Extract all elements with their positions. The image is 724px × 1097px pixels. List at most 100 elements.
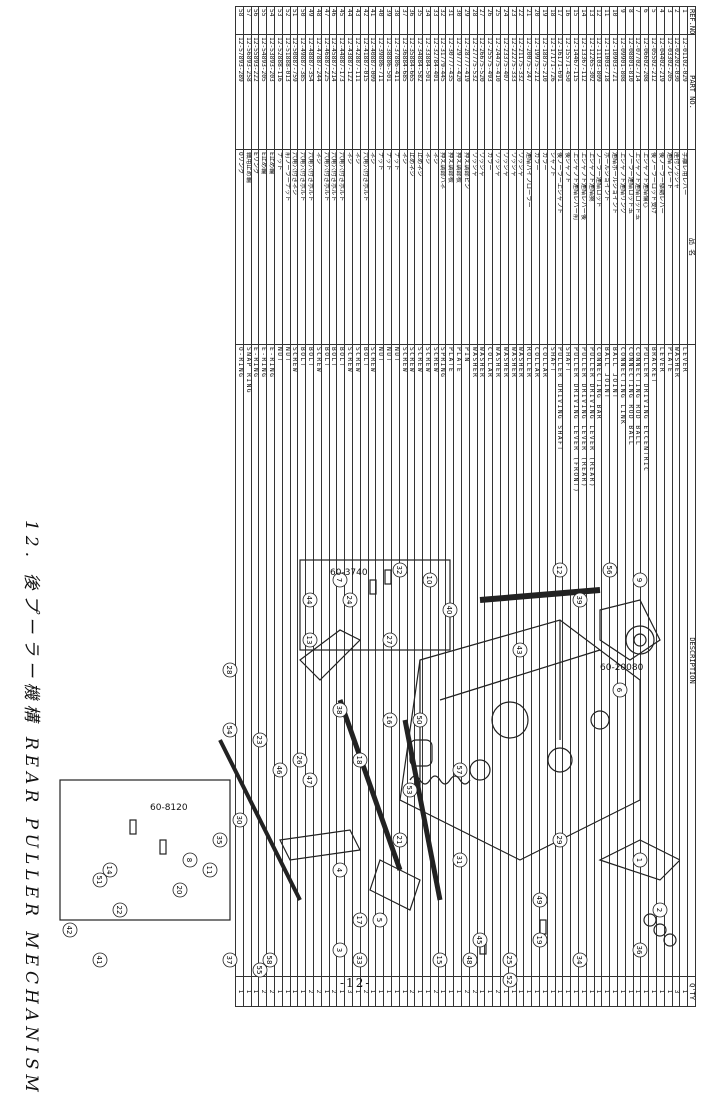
- cell-part-no: 12-04402-219: [656, 34, 665, 150]
- cell-ref-no: 35: [414, 6, 423, 35]
- svg-text:54: 54: [225, 726, 233, 735]
- cell-ref-no: 58: [235, 6, 244, 35]
- svg-text:40: 40: [445, 606, 453, 615]
- svg-text:41: 41: [95, 956, 103, 965]
- cell-ref-no: 55: [258, 6, 267, 35]
- cell-ref-no: 15: [570, 6, 579, 35]
- callout-47: 47: [302, 772, 318, 788]
- cell-ref-no: 6: [640, 6, 649, 35]
- header-qty: Q'TY: [687, 976, 696, 1007]
- cell-name-jp: 上シャフト連結ロッド玉: [633, 149, 641, 345]
- svg-text:14: 14: [105, 866, 113, 875]
- callout-52: 52: [502, 972, 518, 988]
- cell-name-jp: 止めネジ: [407, 149, 415, 345]
- svg-text:19: 19: [535, 936, 543, 945]
- svg-text:13: 13: [305, 636, 313, 645]
- lever-13: [299, 629, 362, 681]
- cell-part-no: 12-06602-208: [640, 34, 649, 150]
- cell-ref-no: 48: [313, 6, 322, 35]
- cell-ref-no: 56: [251, 6, 259, 35]
- cell-part-no: 12-36884-685: [399, 34, 408, 150]
- callout-32: 32: [392, 562, 408, 578]
- callout-58: 58: [262, 952, 278, 968]
- svg-text:58: 58: [265, 956, 273, 965]
- cell-ref-no: 54: [266, 6, 275, 35]
- cell-ref-no: 25: [492, 6, 501, 35]
- callout-14: 14: [102, 862, 118, 878]
- cell-part-no: 12-31779-445: [438, 34, 446, 150]
- cell-part-no: 12-26675-520: [477, 34, 485, 150]
- lever-1: [598, 839, 680, 881]
- cell-name-jp: ネジ: [313, 149, 322, 345]
- cell-part-no: 12-42887-111: [352, 34, 361, 150]
- bar-30: [218, 739, 302, 901]
- callout-21: 21: [392, 832, 408, 848]
- svg-text:50: 50: [415, 716, 423, 725]
- cell-name-jp: 連結ボールジョイント: [609, 149, 618, 345]
- cell-name-jp: ネジ: [352, 149, 361, 345]
- cell-ref-no: 11: [601, 6, 610, 35]
- svg-text:5: 5: [375, 918, 383, 922]
- cell-name-jp: ワッシャ: [516, 149, 524, 345]
- svg-text:49: 49: [535, 896, 543, 905]
- cell-part-no: 12-05502-212: [648, 34, 657, 150]
- cell-name-jp: カラー: [531, 149, 540, 345]
- cell-name-jp: 後シャフト: [562, 149, 571, 345]
- cell-ref-no: 34: [422, 6, 431, 35]
- cell-ref-no: 29: [461, 6, 470, 35]
- callout-25: 25: [502, 952, 518, 968]
- header-part-no: PART NO.: [687, 34, 696, 150]
- svg-text:25: 25: [505, 956, 513, 965]
- svg-text:35: 35: [215, 836, 223, 845]
- cell-name-jp: ワッシャ: [508, 149, 517, 345]
- callout-51: 51: [92, 872, 108, 888]
- callout-28: 28: [222, 662, 238, 678]
- cell-ref-no: 30: [453, 6, 462, 35]
- cell-ref-no: 24: [500, 6, 509, 35]
- cell-part-no: 12-50887-759: [290, 34, 298, 150]
- cell-qty: 1: [679, 976, 688, 1007]
- svg-text:26: 26: [295, 756, 303, 765]
- cell-part-no: 12-14467-115: [570, 34, 579, 150]
- svg-text:17: 17: [355, 916, 363, 925]
- cell-part-no: 12-49887-385: [297, 34, 306, 150]
- cell-part-no: 12-51888-013: [282, 34, 291, 150]
- header-ref-no: REF.NO.: [687, 6, 696, 35]
- callout-17: 17: [352, 912, 368, 928]
- cell-part-no: 12-52888-116: [274, 34, 283, 150]
- cell-ref-no: 28: [469, 6, 478, 35]
- cell-part-no: 12-41887-015: [360, 34, 369, 150]
- cell-part-no: 12-33884-501: [422, 34, 431, 150]
- callout-1: 1: [632, 852, 648, 868]
- cell-part-no: 12-24475-410: [492, 34, 501, 150]
- cell-name-jp: ナット: [274, 149, 283, 345]
- callout-48: 48: [462, 952, 478, 968]
- cell-ref-no: 19: [539, 6, 548, 35]
- cell-ref-no: 13: [586, 6, 595, 35]
- callout-38: 38: [332, 702, 348, 718]
- cell-part-no: 12-37886-411: [391, 34, 400, 150]
- svg-text:7: 7: [335, 578, 343, 582]
- inset-label-60-3740: 60-3740: [330, 568, 368, 578]
- cell-name-jp: 上シャフト連結偏心: [640, 149, 649, 345]
- cell-part-no: 12-28777-419: [461, 34, 470, 150]
- callout-56: 56: [602, 562, 618, 578]
- cell-name-jp: 押え調節板: [446, 149, 454, 345]
- cell-ref-no: 42: [360, 6, 369, 35]
- callout-55: 55: [252, 962, 268, 978]
- svg-text:44: 44: [305, 596, 313, 605]
- cell-name-jp: カラー: [484, 149, 493, 345]
- cell-name-jp: 上シャフト連結レバー後: [578, 149, 587, 345]
- cell-ref-no: 40: [375, 6, 384, 35]
- cell-ref-no: 7: [633, 6, 641, 35]
- cell-part-no: 12-17171-726: [547, 34, 556, 150]
- table-header-row: REF.NO. PART NO. 品 名 DESCRIPTION Q'TY: [687, 6, 696, 1007]
- cell-part-no: 12-27775-532: [469, 34, 478, 150]
- svg-text:42: 42: [65, 926, 73, 935]
- cell-ref-no: 22: [516, 6, 524, 35]
- svg-text:39: 39: [575, 596, 583, 605]
- collar-50: [409, 739, 433, 767]
- callout-24: 24: [342, 592, 358, 608]
- cell-part-no: 12-45887-214: [329, 34, 337, 150]
